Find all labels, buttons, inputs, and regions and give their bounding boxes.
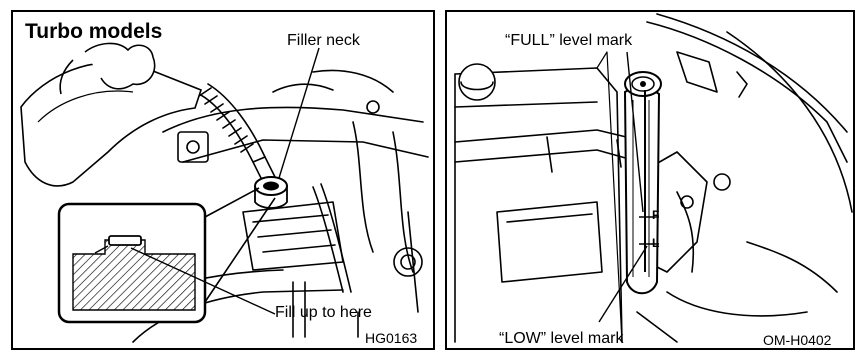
low-level-mark-label: “LOW” level mark <box>499 330 623 348</box>
filler-neck-label: Filler neck <box>287 32 360 50</box>
right-illustration-panel: “FULL” level mark F L “LOW” level mark O… <box>445 10 855 350</box>
engine-bay-illustration <box>13 12 435 350</box>
reservoir-tank <box>625 82 659 293</box>
figure-code: HG0163 <box>365 330 417 346</box>
left-illustration-panel: Turbo models Filler neck Fill up to here… <box>11 10 435 350</box>
fill-up-to-here-label: Fill up to here <box>275 304 372 322</box>
figure-code: OM-H0402 <box>763 332 831 348</box>
low-mark-letter: L <box>652 236 659 250</box>
reservoir-illustration <box>447 12 855 350</box>
full-level-mark-label: “FULL” level mark <box>505 32 632 50</box>
panel-title: Turbo models <box>25 20 162 44</box>
full-mark-letter: F <box>652 208 659 222</box>
